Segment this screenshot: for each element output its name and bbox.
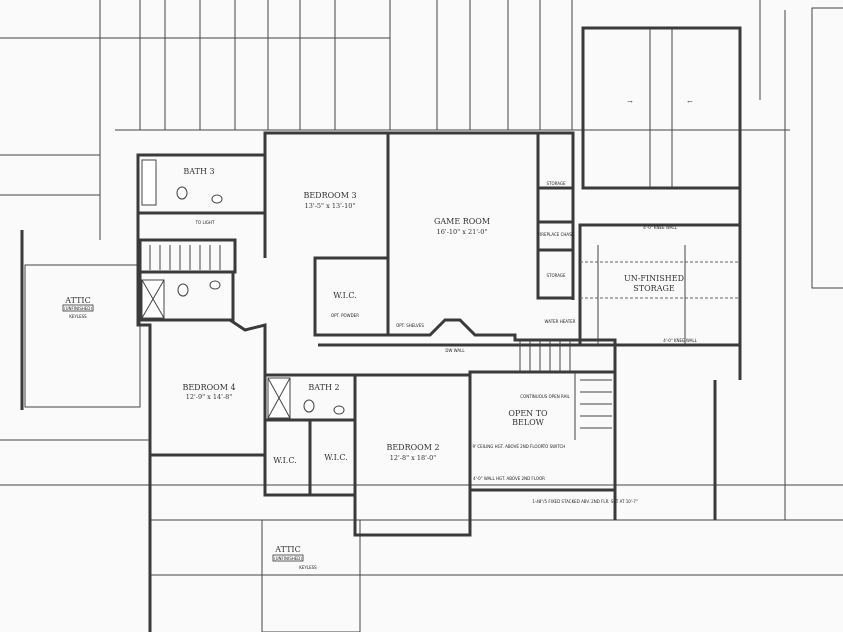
note-continuous-open-rail: CONTINUOUS OPEN RAIL [520,394,570,399]
room-label-unfinished-storage: UN-FINISHED [624,274,684,283]
note-fireplace-chase: FIREPLACE CHASE [538,232,575,237]
garage-storage-top [581,26,742,190]
walls [136,131,742,537]
room-label-attic-bottom: ATTIC [274,545,300,554]
note-opt-shelves: OPT. SHELVES [396,323,424,328]
room-label-bath3: BATH 3 [183,167,214,176]
note-dw-wall: DW WALL [445,348,465,353]
room-label-bedroom3: BEDROOM 3 [303,191,356,200]
note-water-heater: WATER HEATER [545,319,576,324]
room-label-attic-left: ATTIC [64,296,90,305]
room-size-bedroom3: 13'-5" x 13'-10" [305,202,356,210]
right-structure [811,7,843,289]
room-label-storage-top: STORAGE [546,181,566,186]
room-label-bath2: BATH 2 [308,383,339,392]
room-label-wic-b: W.I.C. [324,453,347,462]
attic-left-note: KEYLESS [69,314,87,319]
room-size-bedroom2: 12'-8" x 18'-0" [390,454,437,462]
attic-left-tag: (UNFINISHED) [64,306,92,311]
note-knee-wall-bottom: 4'-0" KNEE WALL [663,338,697,343]
room-size-bedroom4: 12'-9" x 14'-8" [186,393,233,401]
note-opt-powder: OPT. POWDER [331,313,359,318]
attic-left-area [24,264,141,408]
framing-lines [0,0,843,576]
room-label-wic-a: W.I.C. [273,456,296,465]
attic-bottom-tag: (UNFINISHED) [274,556,302,561]
note-wall-height: 4'-0" WALL HGT. ABOVE 2ND FLOOR [473,476,545,481]
room-label-open-to-below-2: BELOW [512,418,545,427]
stairs [149,245,612,440]
note-knee-wall-top: 4'-0" KNEE WALL [643,225,677,230]
svg-text:→: → [627,98,633,106]
note-to-switch: TO SWITCH [542,444,566,449]
room-label-storage: STORAGE [546,273,566,278]
room-label-unfinished-storage-2: STORAGE [633,284,675,293]
attic-bottom-area [261,519,361,632]
room-label-bedroom2: BEDROOM 2 [386,443,439,452]
note-to-light: TO LIGHT [195,220,215,225]
note-stacked-window: 1-48"/5 FIXED STACKED ABV. 2ND FLR. SET … [532,499,638,504]
room-size-game-room: 16'-10" x 21'-0" [437,228,488,236]
room-label-game-room: GAME ROOM [434,217,490,226]
room-label-bedroom4: BEDROOM 4 [182,383,235,392]
attic-bottom-note: KEYLESS [299,565,317,570]
room-label-open-to-below: OPEN TO [508,409,548,418]
svg-text:←: ← [687,98,693,106]
note-ceiling-height: 9' CEILING HGT. ABOVE 2ND FLOOR [472,444,543,449]
fixtures [141,159,345,419]
room-label-wic-bedroom3: W.I.C. [333,291,356,300]
